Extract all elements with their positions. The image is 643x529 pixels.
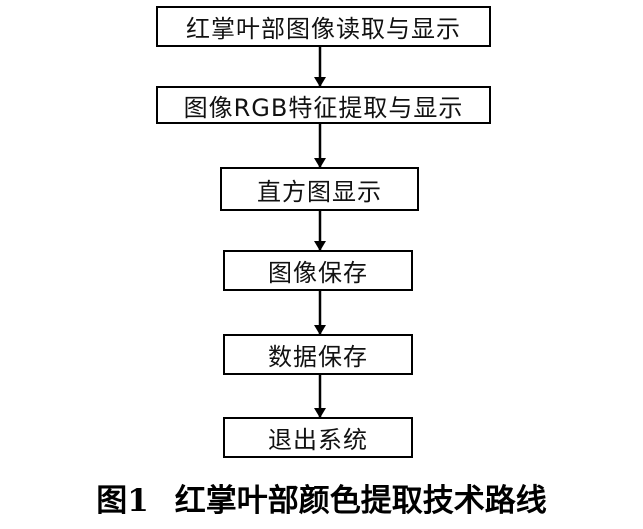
figure-title: 红掌叶部颜色提取技术路线 bbox=[174, 482, 547, 519]
figure-number: 图1 bbox=[96, 482, 149, 519]
step-1-box: 红掌叶部图像读取与显示 bbox=[156, 6, 491, 47]
step-3-box: 直方图显示 bbox=[220, 167, 419, 211]
step-5-box: 数据保存 bbox=[223, 334, 413, 375]
step-6-box: 退出系统 bbox=[223, 417, 413, 458]
step-2-box: 图像RGB特征提取与显示 bbox=[156, 86, 491, 124]
figure-caption: 图1 红掌叶部颜色提取技术路线 bbox=[0, 472, 643, 522]
step-4-box: 图像保存 bbox=[223, 250, 413, 291]
